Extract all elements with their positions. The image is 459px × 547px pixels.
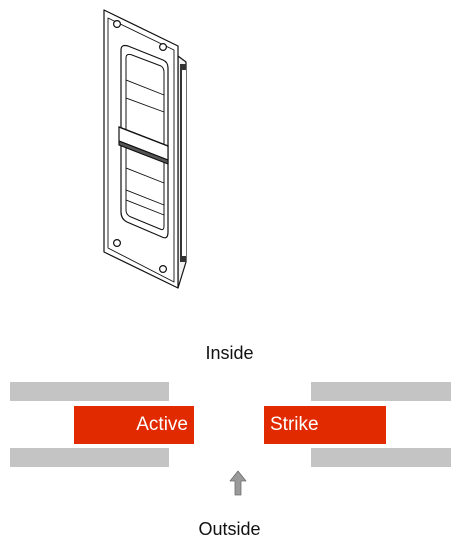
active-leaf: Active bbox=[74, 406, 194, 444]
arrow-up-icon bbox=[229, 470, 247, 496]
left-top-wall bbox=[10, 382, 169, 401]
right-top-wall bbox=[311, 382, 451, 401]
flush-pull-drawing bbox=[103, 9, 187, 289]
inside-label: Inside bbox=[205, 343, 254, 363]
strike-leaf: Strike bbox=[264, 406, 386, 444]
strike-leaf-label: Strike bbox=[270, 414, 319, 435]
left-bottom-wall bbox=[10, 448, 169, 467]
right-bottom-wall bbox=[311, 448, 451, 467]
active-leaf-label: Active bbox=[136, 414, 188, 435]
outside-label: Outside bbox=[198, 519, 261, 539]
